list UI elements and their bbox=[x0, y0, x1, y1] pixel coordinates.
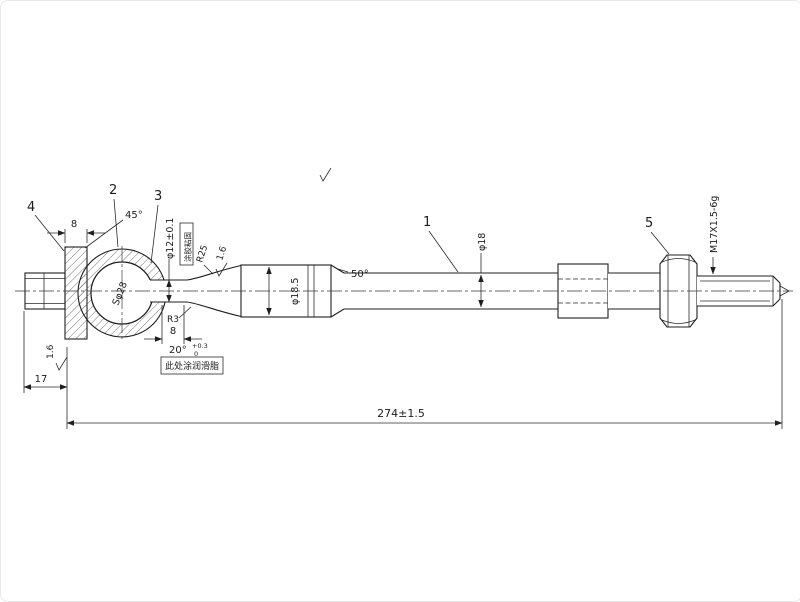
roughness-symbol-taper bbox=[215, 262, 228, 277]
dim-stub-label: 17 bbox=[35, 374, 48, 385]
dim-stub-17: 17 bbox=[23, 311, 68, 393]
dim-r3: R3 bbox=[167, 306, 192, 325]
dim-collar-phi185: φ18.5 bbox=[266, 266, 301, 316]
dim-flange-width-label: 8 bbox=[71, 219, 77, 230]
ball-housing bbox=[77, 248, 167, 338]
surface-finish-mark bbox=[319, 167, 332, 182]
callout-5: 5 bbox=[645, 216, 653, 231]
dim-shaft-label: φ18 bbox=[477, 233, 488, 251]
hex-nut bbox=[659, 254, 698, 328]
dim-bore-label: φ12±0.1 bbox=[165, 218, 176, 259]
adhesive-note: 涂胶粘固 bbox=[179, 222, 194, 266]
dim-angle-50-label: 50° bbox=[351, 269, 369, 280]
roughness-housing: 1.6 bbox=[46, 344, 68, 371]
callouts: 4 2 3 1 5 bbox=[27, 183, 670, 273]
dim-angle-45: 45° bbox=[84, 210, 143, 249]
callout-4: 4 bbox=[27, 200, 35, 215]
dim-overall-274: 274±1.5 bbox=[66, 299, 783, 429]
callout-2: 2 bbox=[109, 183, 117, 198]
dim-thread-label: M17X1.5-6g bbox=[709, 196, 720, 253]
dim-angle-20-tol-lower: 0 bbox=[194, 350, 198, 358]
dim-r3-label: R3 bbox=[167, 315, 179, 325]
dim-angle-20-tol-upper: +0.3 bbox=[192, 342, 208, 350]
roughness-taper: 1.6 bbox=[215, 245, 229, 277]
dim-thread-m17: M17X1.5-6g bbox=[709, 196, 720, 275]
callout-1: 1 bbox=[423, 215, 431, 230]
dim-r25: R25 bbox=[195, 244, 214, 275]
roughness-taper-label: 1.6 bbox=[215, 245, 229, 262]
dim-neck-width-label: 8 bbox=[170, 326, 176, 337]
dim-angle-50: 50° bbox=[337, 268, 369, 280]
dim-neck-width-8: 8 bbox=[144, 305, 202, 344]
chamfer-50-bottom bbox=[330, 308, 345, 318]
dim-angle-45-label: 45° bbox=[125, 210, 143, 221]
adhesive-note-label: 涂胶粘固 bbox=[183, 232, 193, 262]
chamfer-50-top bbox=[330, 264, 345, 274]
roughness-housing-label: 1.6 bbox=[46, 344, 56, 359]
grease-note: 此处涂润滑脂 bbox=[160, 356, 224, 375]
tip-point-top bbox=[779, 285, 790, 292]
dim-angle-20: 20° +0.3 0 bbox=[169, 342, 208, 358]
dim-shaft-phi18: φ18 bbox=[477, 233, 488, 308]
dim-overall-label: 274±1.5 bbox=[377, 407, 425, 420]
tip-point-bottom bbox=[779, 290, 790, 297]
dim-collar-label: φ18.5 bbox=[290, 278, 301, 305]
dim-angle-20-label: 20° bbox=[169, 345, 187, 356]
dim-r25-label: R25 bbox=[195, 244, 210, 264]
roughness-symbol-housing bbox=[55, 356, 68, 371]
dim-bore-phi12: φ12±0.1 bbox=[165, 218, 176, 303]
callout-3: 3 bbox=[154, 189, 162, 204]
grease-note-label: 此处涂润滑脂 bbox=[165, 360, 219, 372]
